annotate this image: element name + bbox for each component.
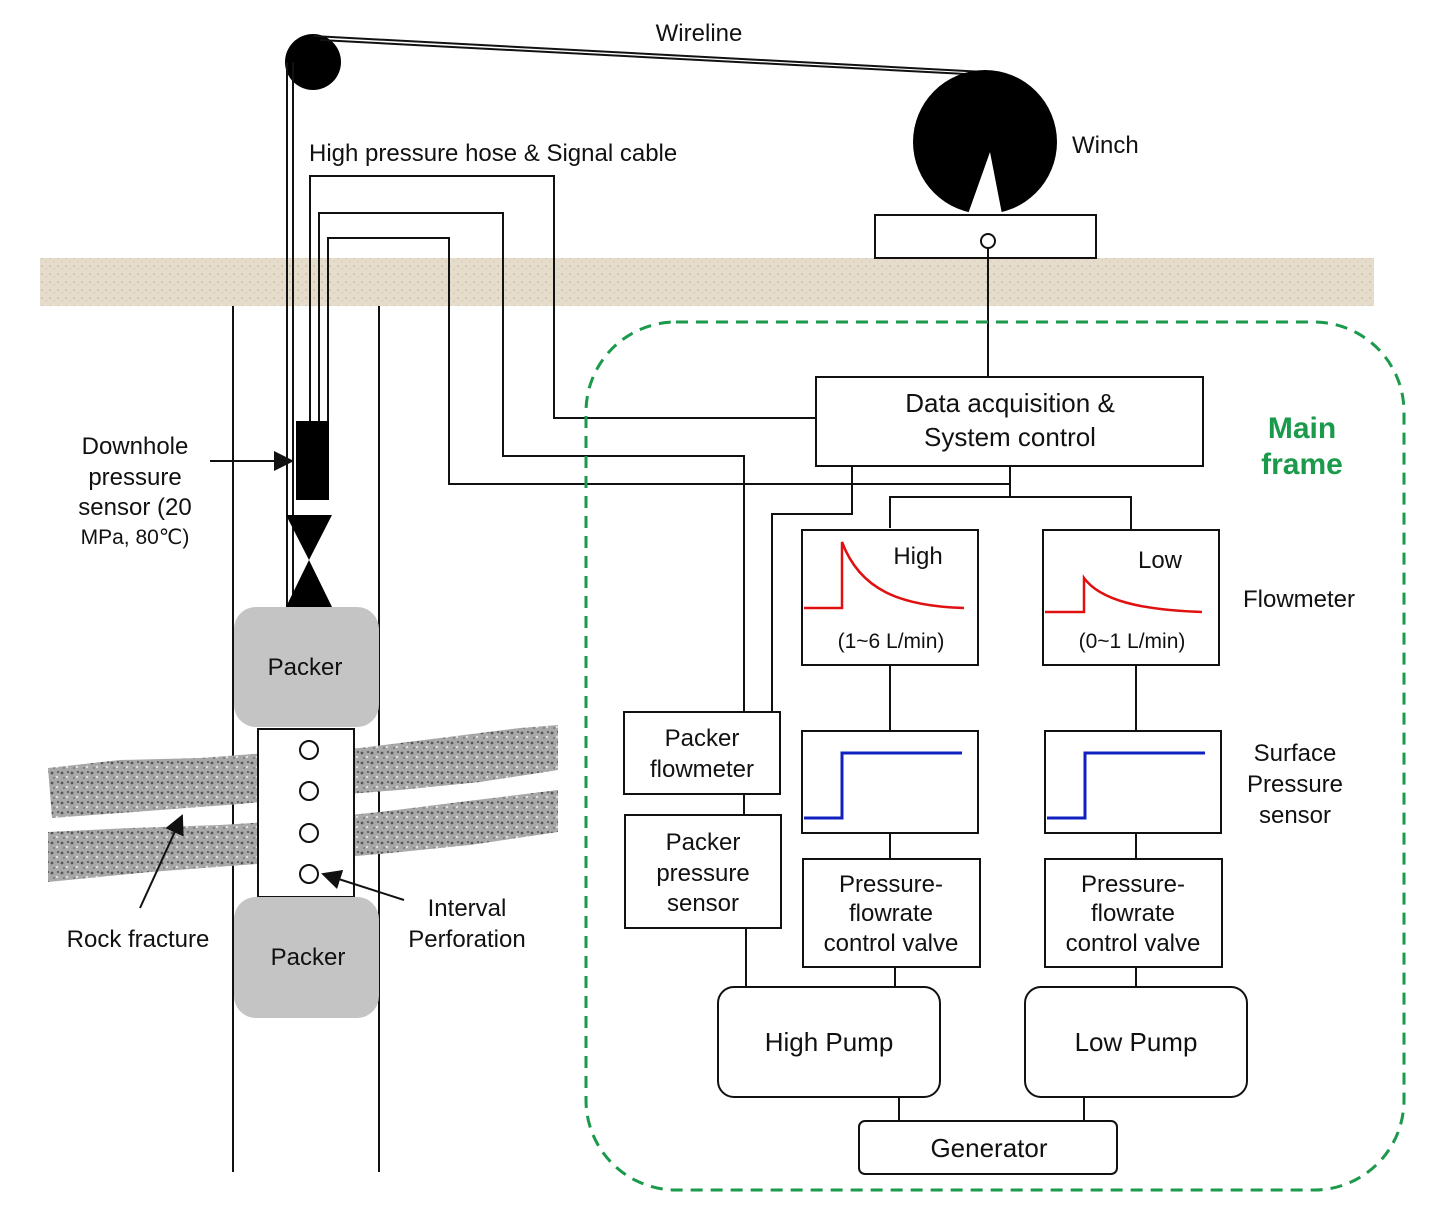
surface-pressure-label-2: Pressure [1247, 771, 1343, 798]
packer-top-label: Packer [268, 654, 343, 681]
downhole-sensor-label-3: sensor (20 [78, 494, 191, 521]
downhole-sensor-label-1: Downhole [82, 433, 189, 460]
low-pump-box [1024, 986, 1248, 1098]
perforation-hole-icon [299, 864, 319, 884]
wireline-top-2 [319, 39, 986, 76]
high-pressure-sensor-box [801, 730, 979, 834]
packer-flowmeter-box [623, 711, 781, 795]
ground-surface [40, 258, 1374, 306]
low-pressure-curve [1047, 751, 1205, 820]
wireline-label: Wireline [656, 20, 743, 47]
high-pump-label: High Pump [765, 1027, 894, 1057]
surface-pressure-label-1: Surface [1254, 740, 1337, 767]
high-flow-title: High [893, 543, 942, 570]
packer-top [234, 607, 379, 727]
winch-label: Winch [1072, 132, 1139, 159]
main-frame-label-1: Main [1268, 412, 1336, 445]
rock-fracture-label: Rock fracture [67, 926, 210, 953]
daq-label-2: System control [924, 422, 1096, 452]
high-valve-label-2: flowrate [849, 900, 933, 927]
perforation-label: Perforation [408, 926, 525, 953]
high-pressure-curve [804, 751, 962, 820]
perforation-hole-icon [299, 781, 319, 801]
daq-box [815, 376, 1204, 467]
downhole-sensor-label-2: pressure [88, 464, 181, 491]
high-pump-box [717, 986, 941, 1098]
packer-flowmeter-label-2: flowmeter [650, 756, 754, 783]
low-valve-box [1044, 858, 1223, 968]
perforation-hole-icon [299, 740, 319, 760]
surface-pressure-label-3: sensor [1259, 802, 1331, 829]
hose-line-1 [309, 175, 816, 430]
rock-fracture-arrow [139, 814, 184, 909]
downhole-sensor-label-4: MPa, 80℃) [81, 526, 190, 549]
low-flow-title: Low [1138, 547, 1183, 574]
downhole-sensor-body [296, 421, 329, 500]
perforation-hole-icon [299, 823, 319, 843]
packer-pressure-label-3: sensor [667, 890, 739, 917]
low-valve-label-1: Pressure- [1081, 871, 1185, 898]
high-valve-box [802, 858, 981, 968]
flowmeter-label: Flowmeter [1243, 586, 1355, 613]
hose-cable-label: High pressure hose & Signal cable [309, 140, 677, 167]
low-flow-curve [1045, 574, 1203, 614]
high-flow-range: (1~6 L/min) [838, 630, 945, 653]
packer-bottom-label: Packer [271, 944, 346, 971]
interval-label: Interval [428, 895, 507, 922]
high-valve-label-1: Pressure- [839, 871, 943, 898]
daq-label-1: Data acquisition & [905, 388, 1115, 418]
hose-line-2 [318, 212, 745, 712]
packer-bottom [234, 897, 379, 1018]
hose-line-3 [327, 237, 1010, 485]
high-flow-curve [804, 541, 965, 610]
main-frame-label-2: frame [1261, 448, 1343, 481]
wireline-top [312, 35, 986, 73]
packer-pressure-label-2: pressure [656, 860, 749, 887]
daq-to-packer-flowmeter [771, 466, 853, 712]
winch-axle-icon [980, 233, 996, 249]
low-valve-label-2: flowrate [1091, 900, 1175, 927]
packer-flowmeter-label-1: Packer [665, 725, 740, 752]
main-frame-border [584, 320, 1406, 1192]
generator-label: Generator [930, 1133, 1047, 1163]
generator-box [858, 1120, 1118, 1175]
perforation-arrow [321, 869, 405, 901]
valve-icon [286, 515, 332, 607]
winch-icon [913, 70, 1057, 214]
high-valve-label-3: control valve [824, 930, 959, 957]
low-flowmeter-box [1042, 529, 1220, 666]
pulley-icon [285, 34, 341, 90]
high-flowmeter-box [801, 529, 979, 666]
low-pressure-sensor-box [1044, 730, 1222, 834]
daq-to-flowmeters [889, 496, 1132, 530]
low-valve-label-3: control valve [1066, 930, 1201, 957]
low-flow-range: (0~1 L/min) [1079, 630, 1186, 653]
packer-pressure-label-1: Packer [666, 829, 741, 856]
packer-pressure-box [624, 814, 782, 929]
low-pump-label: Low Pump [1075, 1027, 1198, 1057]
winch-notch [968, 152, 1002, 214]
